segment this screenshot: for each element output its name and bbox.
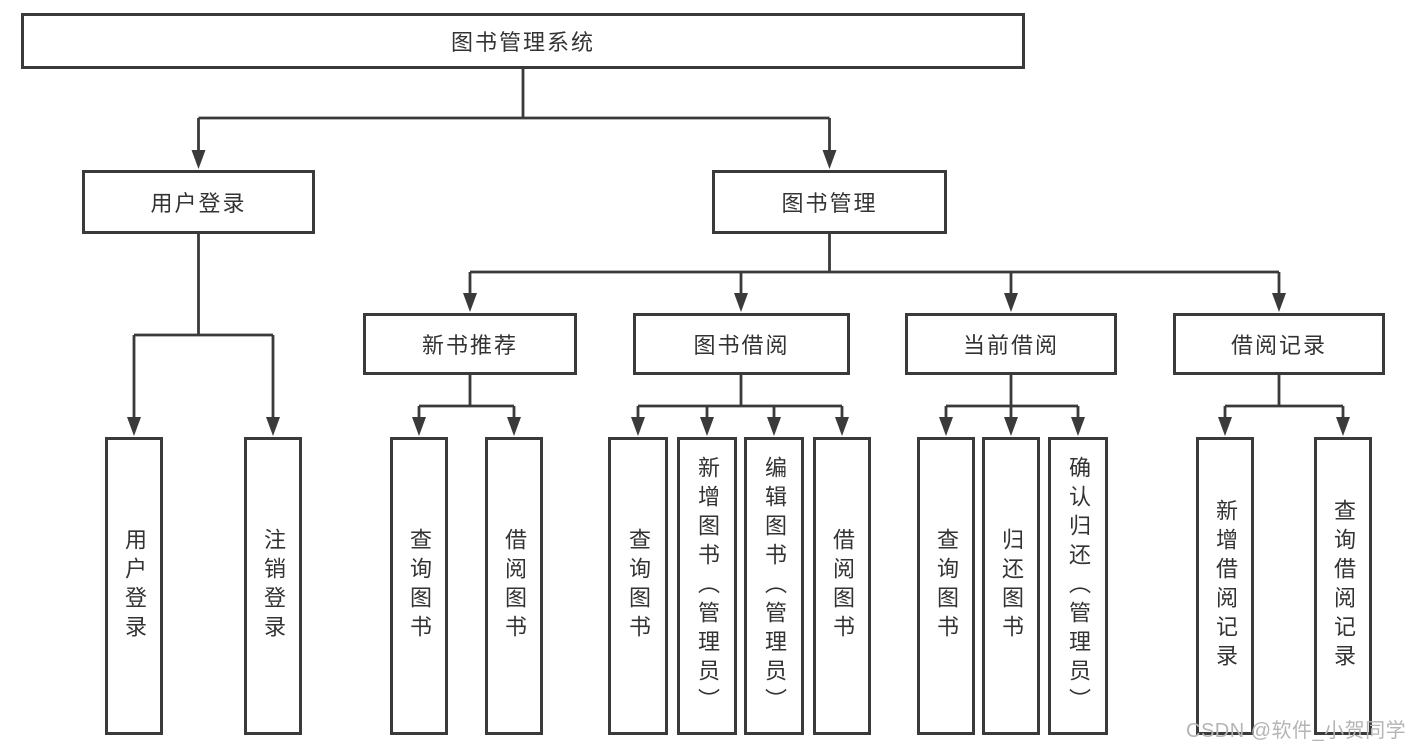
leaf-logout: 注销登录 [244,437,302,735]
node-current-borrow: 当前借阅 [905,313,1117,375]
leaf-borrow-query-books: 查询图书 [608,437,668,735]
leaf-borrow-book: 借阅图书 [813,437,871,735]
leaf-recommend-borrow-books: 借阅图书 [485,437,543,735]
leaf-add-borrow-record-label: 新增借阅记录 [1213,499,1238,673]
leaf-add-borrow-record: 新增借阅记录 [1196,437,1254,735]
leaf-confirm-return-admin: 确认归还（管理员） [1048,437,1108,735]
leaf-return-book: 归还图书 [982,437,1040,735]
node-book-borrow: 图书借阅 [633,313,850,375]
leaf-query-borrow-record-label: 查询借阅记录 [1331,499,1356,673]
leaf-recommend-query-books: 查询图书 [390,437,448,735]
leaf-recommend-query-books-label: 查询图书 [407,528,432,644]
leaf-add-book-admin-label: 新增图书（管理员） [695,455,720,717]
connector-root-to-level2 [197,69,831,156]
node-user-login: 用户登录 [82,170,315,234]
leaf-borrow-book-label: 借阅图书 [830,528,855,644]
node-root-library-system: 图书管理系统 [21,13,1025,69]
leaf-user-login-label: 用户登录 [122,528,147,644]
leaf-query-borrow-record: 查询借阅记录 [1314,437,1372,735]
connector-new-book-recommend-children [417,375,516,424]
connector-current-borrow-children [944,375,1080,424]
leaf-recommend-borrow-books-label: 借阅图书 [502,528,527,644]
node-book-management: 图书管理 [712,170,947,234]
leaf-logout-label: 注销登录 [261,528,286,644]
leaf-edit-book-admin-label: 编辑图书（管理员） [762,455,787,717]
connector-book-management-children [468,234,1281,299]
leaf-current-query-books-label: 查询图书 [934,528,959,644]
leaf-return-book-label: 归还图书 [999,528,1024,644]
leaf-user-login: 用户登录 [105,437,163,735]
leaf-current-query-books: 查询图书 [917,437,975,735]
node-new-book-recommend: 新书推荐 [363,313,577,375]
node-borrow-records: 借阅记录 [1173,313,1385,375]
connector-user-login-children [132,234,275,424]
csdn-watermark: CSDN @软件_小贺同学 [1186,720,1405,742]
leaf-edit-book-admin: 编辑图书（管理员） [744,437,804,735]
leaf-borrow-query-books-label: 查询图书 [626,528,651,644]
leaf-add-book-admin: 新增图书（管理员） [677,437,737,735]
leaf-confirm-return-admin-label: 确认归还（管理员） [1066,455,1091,717]
connector-borrow-records-children [1223,375,1345,424]
connector-book-borrow-children [636,375,844,424]
